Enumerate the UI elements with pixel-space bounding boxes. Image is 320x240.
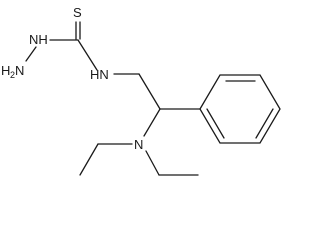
hydrazine-n-h-label: H bbox=[1, 63, 10, 78]
hydrazine-n-label: N bbox=[15, 63, 24, 78]
hydrazine-h-count: 2 bbox=[10, 70, 15, 80]
chemical-structure: S NH H 2 N HN N bbox=[1, 5, 281, 176]
c-s-double-bond bbox=[75, 21, 81, 40]
n-n-bond bbox=[25, 46, 37, 62]
c-hn-bond bbox=[77, 39, 98, 71]
sulfur-atom-label: S bbox=[73, 5, 82, 20]
ethyl-group-left bbox=[79, 143, 133, 176]
phenyl-ring bbox=[199, 74, 281, 144]
ethyl-group-right bbox=[145, 150, 199, 176]
ch2-ch-bond bbox=[138, 73, 161, 110]
hydrazine-nh2-label: H 2 N bbox=[1, 63, 24, 80]
ch-n-bond bbox=[143, 108, 161, 137]
hydrazine-nh-label: NH bbox=[29, 32, 48, 47]
structure-drawing: S NH H 2 N HN N bbox=[1, 5, 281, 176]
amine-n-label: N bbox=[134, 137, 143, 152]
thiourea-nh-label: HN bbox=[90, 67, 109, 82]
